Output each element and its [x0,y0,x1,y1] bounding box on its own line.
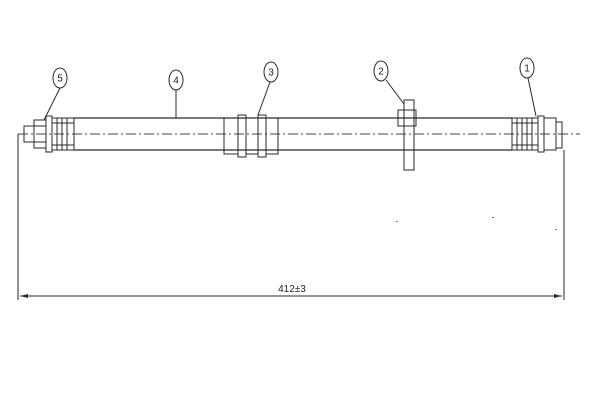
middle-grommet [223,114,279,158]
balloon-4-label: 4 [173,76,179,87]
scan-specks [396,217,557,230]
balloon-2: 2 [373,60,389,82]
hose-body [74,117,512,151]
dimension-value: 412±3 [278,284,306,295]
left-end-fitting [23,115,75,153]
balloon-4: 4 [168,69,184,91]
balloon-5-label: 5 [57,74,63,85]
leader-3 [257,81,271,116]
mounting-bracket [397,99,417,171]
balloon-1-label: 1 [524,64,530,75]
leader-2 [385,79,405,105]
dimension-arrow-left [20,294,28,298]
balloon-1: 1 [519,57,535,79]
leader-1 [527,77,537,117]
right-end-fitting [511,115,563,153]
balloon-3: 3 [263,61,279,83]
dimension-arrow-right [554,294,562,298]
balloon-3-label: 3 [268,68,274,79]
balloon-5: 5 [52,67,68,89]
balloon-2-label: 2 [378,67,384,78]
leader-5 [43,87,61,121]
overall-length-dimension: 412±3 [17,134,565,300]
